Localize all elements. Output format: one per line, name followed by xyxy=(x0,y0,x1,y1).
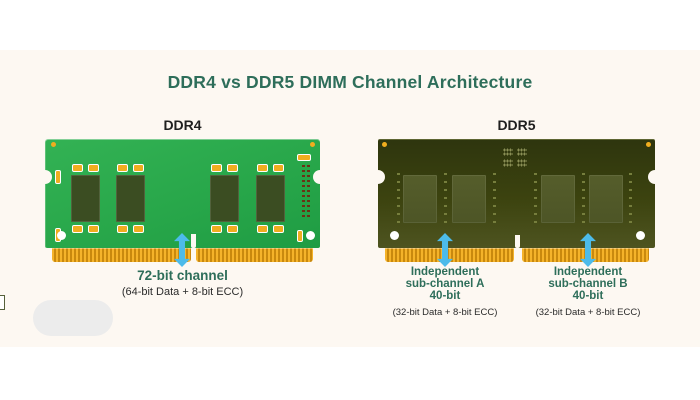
via-grid xyxy=(517,159,527,167)
mounting-hole xyxy=(57,231,66,240)
subchannel-a-line3: 40-bit xyxy=(429,290,461,302)
ddr4-dimm-illustration xyxy=(44,139,321,263)
solder-pad xyxy=(73,165,82,171)
solder-dots xyxy=(534,173,537,225)
subchannel-a-line2: sub-channel A xyxy=(405,278,485,290)
subchannel-b-line1: Independent xyxy=(553,266,623,278)
ddr5-key-notch xyxy=(515,235,520,248)
ddr4-label: DDR4 xyxy=(163,117,202,133)
via-grid xyxy=(517,148,527,156)
mounting-hole xyxy=(390,231,399,240)
solder-dots xyxy=(444,173,447,225)
solder-dots xyxy=(397,173,400,225)
ddr5-right-notch xyxy=(648,170,656,184)
solder-pad xyxy=(258,165,267,171)
ddr4-memory-chip xyxy=(71,175,100,222)
bottom-left-pill-placeholder xyxy=(33,300,113,336)
solder-pad xyxy=(258,226,267,232)
ddr5-memory-chip xyxy=(403,175,437,223)
solder-pad xyxy=(89,226,98,232)
side-component xyxy=(56,171,60,183)
solder-pad xyxy=(228,226,237,232)
mounting-hole xyxy=(636,231,645,240)
ddr4-channel-detail: (64-bit Data + 8-bit ECC) xyxy=(121,286,244,298)
ddr4-memory-chip xyxy=(116,175,145,222)
ddr5-label: DDR5 xyxy=(497,117,536,133)
solder-pad xyxy=(212,226,221,232)
ddr5-edge-pins-subchannel-a xyxy=(385,248,514,262)
subchannel-a-detail: (32-bit Data + 8-bit ECC) xyxy=(392,307,498,318)
solder-pad xyxy=(212,165,221,171)
solder-pad xyxy=(228,165,237,171)
ddr4-edge-pins-left xyxy=(52,248,191,262)
ddr4-right-notch xyxy=(313,170,321,184)
subchannel-a-line1: Independent xyxy=(410,266,480,278)
solder-dots xyxy=(493,173,496,225)
ddr4-screw-dot-right xyxy=(310,142,315,147)
ddr5-screw-dot-left xyxy=(382,142,387,147)
side-component xyxy=(298,231,302,241)
ddr4-memory-chip xyxy=(256,175,285,222)
subchannel-b-detail: (32-bit Data + 8-bit ECC) xyxy=(535,307,641,318)
ddr5-dimm-illustration xyxy=(377,139,656,263)
subchannel-b-line2: sub-channel B xyxy=(548,278,628,290)
ddr4-channel-title: 72-bit channel xyxy=(137,268,228,283)
resistor-array xyxy=(307,165,310,219)
ddr5-memory-chip xyxy=(452,175,486,223)
solder-pad xyxy=(274,226,283,232)
solder-dots xyxy=(629,173,632,225)
ddr4-channel-caption: 72-bit channel (64-bit Data + 8-bit ECC) xyxy=(45,268,320,298)
ddr5-left-notch xyxy=(377,170,385,184)
ddr5-memory-chip xyxy=(541,175,575,223)
via-grid xyxy=(503,148,513,156)
solder-pad xyxy=(73,226,82,232)
solder-pad xyxy=(134,226,143,232)
solder-pad xyxy=(89,165,98,171)
ddr4-screw-dot-left xyxy=(51,142,56,147)
solder-pad xyxy=(134,165,143,171)
ddr5-subchannel-a-caption: Independent sub-channel A 40-bit (32-bit… xyxy=(378,266,512,318)
left-edge-artifact xyxy=(0,295,5,310)
solder-pad xyxy=(118,226,127,232)
mounting-hole xyxy=(306,231,315,240)
ddr5-subchannel-b-caption: Independent sub-channel B 40-bit (32-bit… xyxy=(521,266,655,318)
ddr4-memory-chip xyxy=(210,175,239,222)
solder-pad xyxy=(274,165,283,171)
ddr5-screw-dot-right xyxy=(646,142,651,147)
subchannel-b-line3: 40-bit xyxy=(572,290,604,302)
ddr5-memory-chip xyxy=(589,175,623,223)
via-grid xyxy=(503,159,513,167)
ddr4-key-notch xyxy=(191,234,196,248)
solder-pad xyxy=(118,165,127,171)
ddr4-left-notch xyxy=(44,170,52,184)
resistor-array xyxy=(302,165,305,219)
solder-dots xyxy=(582,173,585,225)
ddr4-edge-pins-right xyxy=(196,248,313,262)
page-title: DDR4 vs DDR5 DIMM Channel Architecture xyxy=(167,72,533,92)
top-pad xyxy=(298,155,310,160)
